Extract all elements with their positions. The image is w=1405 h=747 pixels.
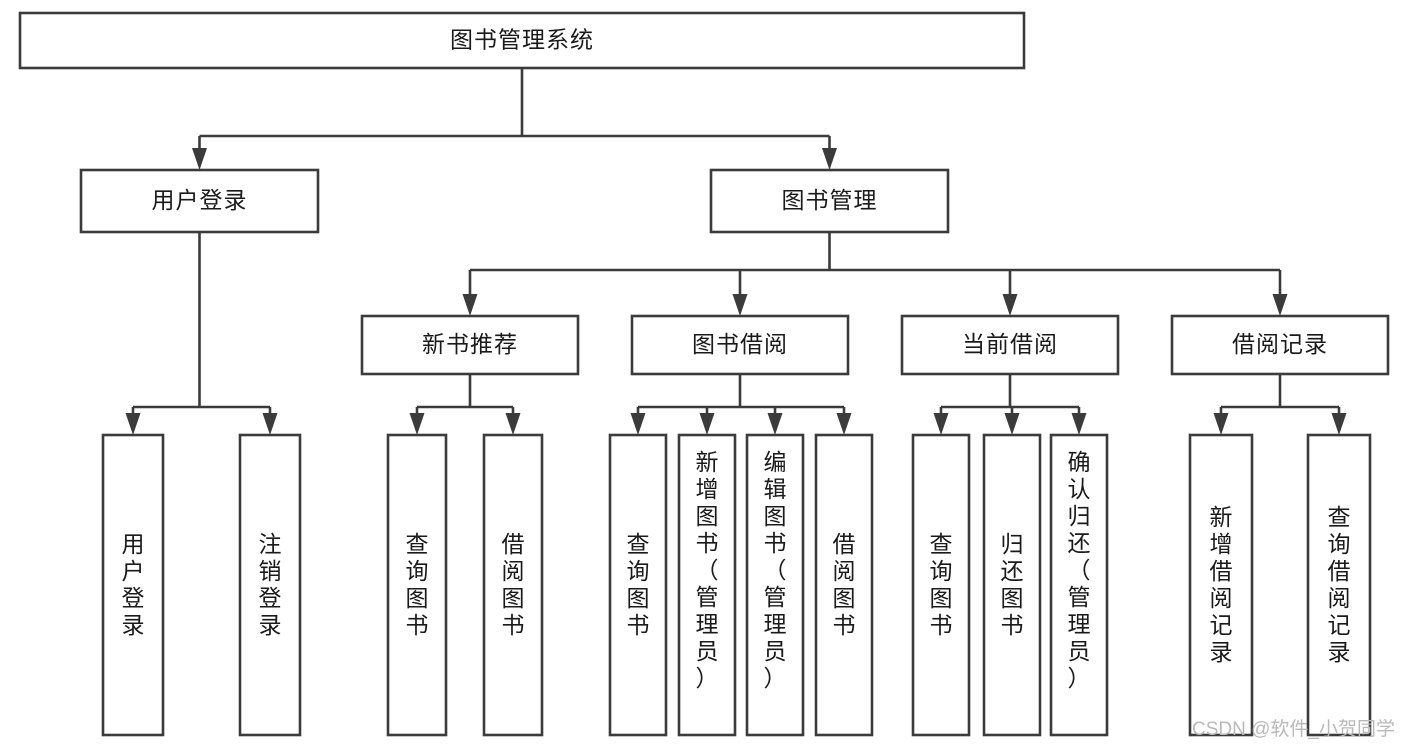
node-rect bbox=[482, 433, 544, 737]
node-rect bbox=[1188, 433, 1254, 737]
node-label: 图书管理 bbox=[782, 187, 878, 213]
node-label: 用户登录 bbox=[152, 187, 248, 213]
arrow-head-icon bbox=[699, 413, 715, 435]
arrow-head-icon bbox=[767, 413, 783, 435]
node-label: 编辑图书（管理员） bbox=[764, 449, 787, 691]
node-leaf-query-book-2[interactable]: 查询图书 bbox=[608, 433, 668, 737]
node-rect bbox=[1170, 314, 1390, 376]
node-leaf-query-book-1[interactable]: 查询图书 bbox=[386, 433, 448, 737]
node-book-borrow[interactable]: 图书借阅 bbox=[630, 314, 850, 376]
node-label: 归还图书 bbox=[1001, 531, 1024, 638]
node-leaf-add-book[interactable]: 新增图书（管理员） bbox=[677, 433, 737, 737]
node-label: 借阅记录 bbox=[1232, 331, 1328, 357]
node-label: 确认归还（管理员） bbox=[1068, 449, 1091, 691]
node-label: 查询图书 bbox=[627, 531, 650, 638]
node-rect bbox=[18, 11, 1026, 70]
arrow-head-icon bbox=[462, 294, 478, 316]
node-boxes: 图书管理系统用户登录图书管理新书推荐图书借阅当前借阅借阅记录用户登录注销登录查询… bbox=[18, 11, 1390, 737]
node-leaf-query-book-3[interactable]: 查询图书 bbox=[911, 433, 971, 737]
arrow-head-icon bbox=[1213, 413, 1229, 435]
node-rect bbox=[709, 168, 950, 234]
arrow-head-icon bbox=[192, 148, 207, 170]
node-rect bbox=[1306, 433, 1372, 737]
node-root[interactable]: 图书管理系统 bbox=[18, 11, 1026, 70]
node-leaf-confirm-return[interactable]: 确认归还（管理员） bbox=[1049, 433, 1109, 737]
node-rect bbox=[386, 433, 448, 737]
arrow-head-icon bbox=[409, 413, 425, 435]
node-label: 图书借阅 bbox=[692, 331, 788, 357]
node-rect bbox=[982, 433, 1042, 737]
node-leaf-user-login[interactable]: 用户登录 bbox=[101, 433, 165, 737]
node-rect bbox=[677, 433, 737, 737]
node-label: 借阅图书 bbox=[502, 531, 525, 638]
arrow-head-icon bbox=[836, 413, 852, 435]
node-rect bbox=[101, 433, 165, 737]
arrow-head-icon bbox=[1004, 413, 1020, 435]
arrow-head-icon bbox=[1071, 413, 1087, 435]
node-rect bbox=[360, 314, 580, 376]
arrow-head-icon bbox=[505, 413, 521, 435]
node-label: 新书推荐 bbox=[422, 331, 518, 357]
node-leaf-borrow-book-1[interactable]: 借阅图书 bbox=[482, 433, 544, 737]
node-label: 新增借阅记录 bbox=[1210, 504, 1233, 665]
arrow-head-icon bbox=[262, 413, 278, 435]
node-rect bbox=[911, 433, 971, 737]
node-label: 注销登录 bbox=[259, 531, 282, 638]
node-rect bbox=[745, 433, 805, 737]
arrow-head-icon bbox=[1272, 294, 1288, 316]
arrow-head-icon bbox=[1331, 413, 1347, 435]
node-rect bbox=[630, 314, 850, 376]
arrow-head-icon bbox=[630, 413, 646, 435]
node-rect bbox=[1049, 433, 1109, 737]
node-leaf-logout-login[interactable]: 注销登录 bbox=[238, 433, 302, 737]
node-user-login[interactable]: 用户登录 bbox=[79, 168, 320, 234]
node-leaf-query-record[interactable]: 查询借阅记录 bbox=[1306, 433, 1372, 737]
node-label: 查询图书 bbox=[930, 531, 953, 638]
arrow-head-icon bbox=[732, 294, 748, 316]
node-borrow-record[interactable]: 借阅记录 bbox=[1170, 314, 1390, 376]
node-rect bbox=[238, 433, 302, 737]
node-rect bbox=[79, 168, 320, 234]
arrow-head-icon bbox=[933, 413, 949, 435]
arrow-head-icon bbox=[125, 413, 141, 435]
arrow-head-icon bbox=[822, 148, 837, 170]
node-rect bbox=[608, 433, 668, 737]
node-leaf-edit-book[interactable]: 编辑图书（管理员） bbox=[745, 433, 805, 737]
node-leaf-add-record[interactable]: 新增借阅记录 bbox=[1188, 433, 1254, 737]
arrow-head-icon bbox=[1002, 294, 1018, 316]
node-leaf-return-book[interactable]: 归还图书 bbox=[982, 433, 1042, 737]
node-new-book-recommend[interactable]: 新书推荐 bbox=[360, 314, 580, 376]
node-current-borrow[interactable]: 当前借阅 bbox=[900, 314, 1120, 376]
connector-edges bbox=[125, 68, 1347, 435]
node-label: 查询图书 bbox=[406, 531, 429, 638]
node-label: 查询借阅记录 bbox=[1328, 504, 1351, 665]
node-label: 用户登录 bbox=[122, 531, 145, 638]
node-leaf-borrow-book-2[interactable]: 借阅图书 bbox=[814, 433, 874, 737]
node-label: 图书管理系统 bbox=[450, 27, 594, 53]
node-rect bbox=[814, 433, 874, 737]
node-book-manage[interactable]: 图书管理 bbox=[709, 168, 950, 234]
node-label: 当前借阅 bbox=[962, 331, 1058, 357]
node-label: 借阅图书 bbox=[833, 531, 856, 638]
node-label: 新增图书（管理员） bbox=[696, 449, 719, 691]
node-rect bbox=[900, 314, 1120, 376]
